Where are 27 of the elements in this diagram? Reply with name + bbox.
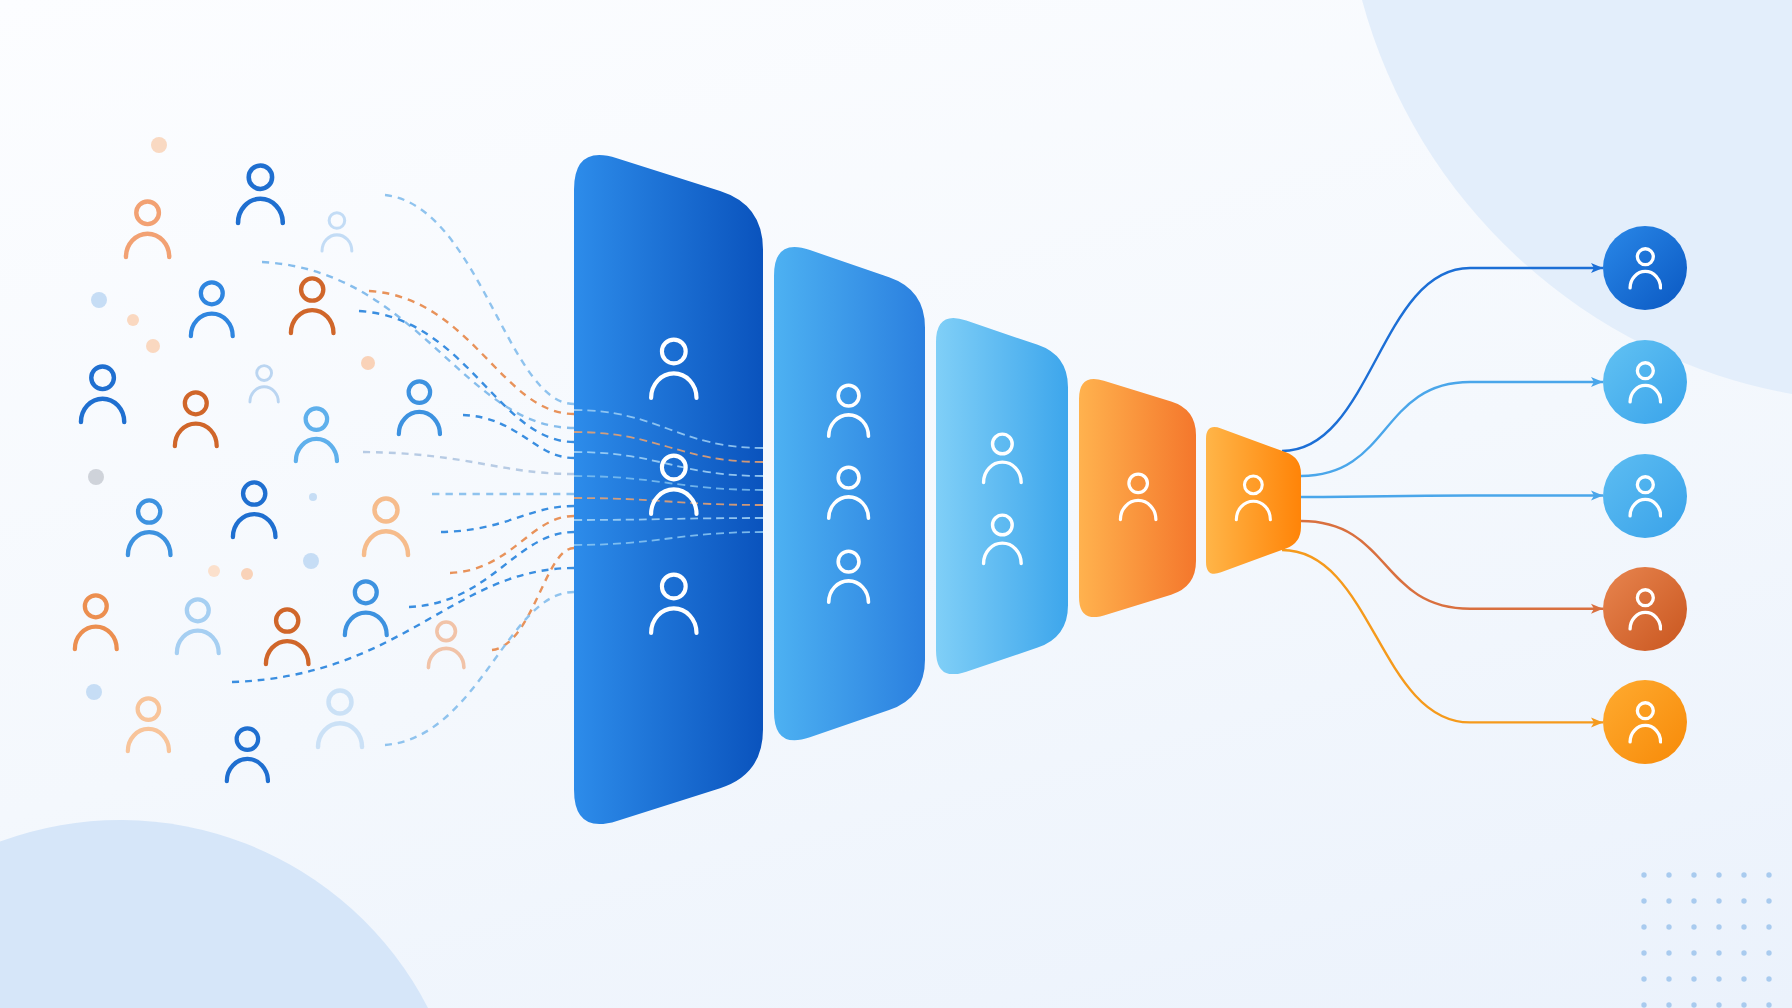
funnel-stage [936,317,1068,675]
dashed-line [440,504,575,534]
dashed-line [362,450,575,476]
dashed-line [384,193,575,406]
funnel-stage [1079,378,1196,618]
funnel-stage [1206,427,1301,574]
dashed-line [231,566,575,684]
dashed-line [432,492,574,496]
funnel-stage [774,247,925,741]
user-circle [1603,226,1687,310]
arrow [1301,490,1603,501]
dashed-line [384,590,575,747]
dashed-line [449,514,575,575]
user-circle [1603,566,1687,651]
dashed-line [261,260,575,430]
dashed-line [462,413,575,460]
dashed-line [358,309,575,444]
funnel-stage [574,155,763,825]
dashed-line [368,289,575,416]
user-circle [1603,453,1687,538]
arrow [1300,519,1603,614]
user-circle [1603,340,1687,424]
user-circle [1603,680,1687,765]
arrow [1300,377,1603,478]
dashed-line [491,546,575,652]
arrow [1281,548,1603,728]
dashed-line [408,530,575,609]
